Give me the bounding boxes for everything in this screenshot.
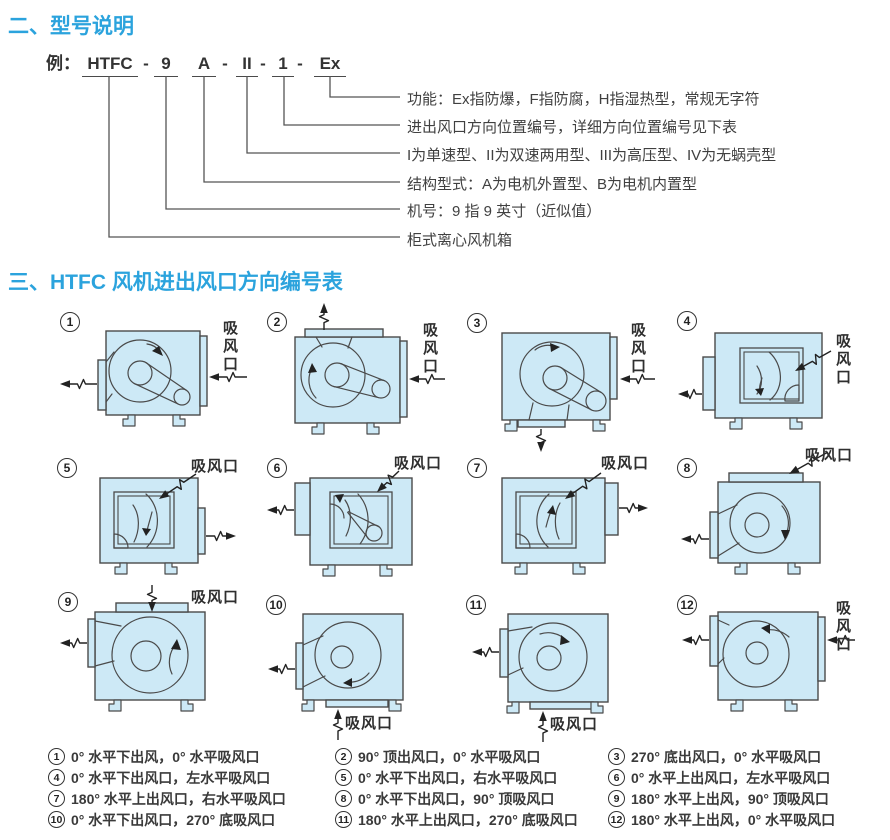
note-number: 11 <box>335 811 352 828</box>
section3-title: 三、HTFC 风机进出风口方向编号表 <box>8 271 343 294</box>
footer-note: 4 0° 水平下出风口，左水平吸风口 <box>48 767 286 788</box>
suction-label: 吸风口 <box>629 322 646 376</box>
suction-label: 吸风口 <box>191 458 240 475</box>
footer-note: 2 90° 顶出风口，0° 水平吸风口 <box>335 746 578 767</box>
diagram-number: 5 <box>57 458 77 478</box>
model-desc-cabinet: 柜式离心风机箱 <box>407 232 513 249</box>
diagram-number: 3 <box>467 313 487 333</box>
suction-label: 吸风口 <box>191 589 240 606</box>
diagram-number: 7 <box>467 458 487 478</box>
model-prefix: 例： <box>46 54 80 73</box>
diagram-number: 12 <box>677 595 697 615</box>
model-desc-speed: I为单速型、II为双速两用型、III为高压型、IV为无蜗壳型 <box>407 147 777 164</box>
note-text: 0° 水平上出风口，左水平吸风口 <box>631 769 831 786</box>
diagram-number: 6 <box>267 458 287 478</box>
note-number: 8 <box>335 790 352 807</box>
diagram-number: 2 <box>267 312 287 332</box>
suction-label: 吸风口 <box>345 715 394 732</box>
note-number: 2 <box>335 748 352 765</box>
footer-note: 8 0° 水平下出风口，90° 顶吸风口 <box>335 788 578 809</box>
diagram-number: 8 <box>677 458 697 478</box>
model-desc-direction: 进出风口方向位置编号，详细方向位置编号见下表 <box>407 119 738 136</box>
footer-note: 11 180° 水平上出风口，270° 底吸风口 <box>335 809 578 830</box>
note-number: 4 <box>48 769 65 786</box>
note-number: 9 <box>608 790 625 807</box>
note-number: 5 <box>335 769 352 786</box>
suction-label: 吸风口 <box>834 333 851 387</box>
suction-label: 吸风口 <box>601 455 650 472</box>
note-text: 180° 水平上出风口，270° 底吸风口 <box>358 811 578 828</box>
model-desc-function: 功能：Ex指防爆，F指防腐，H指湿热型，常规无字符 <box>407 91 760 108</box>
diagram-number: 10 <box>266 595 286 615</box>
note-text: 180° 水平上出风，0° 水平吸风口 <box>631 811 836 828</box>
footer-note: 7 180° 水平上出风口，右水平吸风口 <box>48 788 286 809</box>
diagram-number: 9 <box>58 592 78 612</box>
model-dash: - <box>297 54 303 73</box>
diagram-number: 1 <box>60 312 80 332</box>
note-text: 0° 水平下出风口，270° 底吸风口 <box>71 811 276 828</box>
model-desc-structure: 结构型式：A为电机外置型、B为电机内置型 <box>407 176 698 193</box>
footer-note: 9 180° 水平上出风，90° 顶吸风口 <box>608 788 835 809</box>
diagram-number: 11 <box>466 595 486 615</box>
footer-column-1: 1 0° 水平下出风，0° 水平吸风口 4 0° 水平下出风口，左水平吸风口 7 18… <box>48 746 286 830</box>
section2-title: 二、型号说明 <box>8 15 134 38</box>
model-dash: - <box>222 54 228 73</box>
footer-note: 10 0° 水平下出风口，270° 底吸风口 <box>48 809 286 830</box>
note-text: 180° 水平上出风，90° 顶吸风口 <box>631 790 829 807</box>
note-text: 0° 水平下出风口，右水平吸风口 <box>358 769 558 786</box>
footer-note: 12 180° 水平上出风，0° 水平吸风口 <box>608 809 835 830</box>
direction-diagrams <box>60 303 855 742</box>
footer-note: 5 0° 水平下出风口，右水平吸风口 <box>335 767 578 788</box>
note-number: 10 <box>48 811 65 828</box>
note-text: 90° 顶出风口，0° 水平吸风口 <box>358 748 541 765</box>
suction-label: 吸风口 <box>805 447 854 464</box>
model-desc-size: 机号：9 指 9 英寸（近似值） <box>407 203 602 220</box>
suction-label: 吸风口 <box>221 320 238 374</box>
note-text: 270° 底出风口，0° 水平吸风口 <box>631 748 822 765</box>
note-text: 180° 水平上出风口，右水平吸风口 <box>71 790 286 807</box>
footer-note: 6 0° 水平上出风口，左水平吸风口 <box>608 767 835 788</box>
suction-label: 吸风口 <box>394 455 443 472</box>
model-dash: - <box>260 54 266 73</box>
note-number: 12 <box>608 811 625 828</box>
note-text: 0° 水平下出风，0° 水平吸风口 <box>71 748 260 765</box>
note-number: 6 <box>608 769 625 786</box>
note-number: 7 <box>48 790 65 807</box>
footer-note: 3 270° 底出风口，0° 水平吸风口 <box>608 746 835 767</box>
model-dash: - <box>143 54 149 73</box>
suction-label: 吸风口 <box>421 322 438 376</box>
note-text: 0° 水平下出风口，左水平吸风口 <box>71 769 271 786</box>
suction-label: 吸风口 <box>834 600 851 654</box>
footer-column-2: 2 90° 顶出风口，0° 水平吸风口 5 0° 水平下出风口，右水平吸风口 8 0°… <box>335 746 578 830</box>
diagram-number: 4 <box>677 311 697 331</box>
footer-note: 1 0° 水平下出风，0° 水平吸风口 <box>48 746 286 767</box>
note-number: 1 <box>48 748 65 765</box>
note-text: 0° 水平下出风口，90° 顶吸风口 <box>358 790 555 807</box>
note-number: 3 <box>608 748 625 765</box>
suction-label: 吸风口 <box>550 716 599 733</box>
